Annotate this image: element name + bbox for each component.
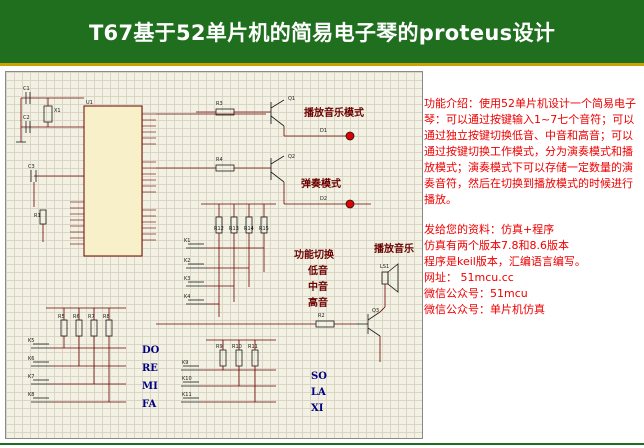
description-panel: 功能介绍：使用52单片机设计一个简易电子琴：可以通过按键输入1~7七个音符；可以…	[424, 96, 638, 318]
func-switch-label: 功能切换	[294, 248, 335, 261]
high-label: 高音	[308, 296, 328, 309]
note-re: RE	[142, 363, 158, 374]
bottom-divider	[0, 443, 644, 445]
low-label: 低音	[307, 264, 328, 277]
k5-label: K5	[28, 338, 34, 344]
description-line-4: 网址： 51mcu.cc	[424, 271, 514, 284]
play-music-label: 播放音乐	[374, 242, 414, 255]
description-line-3: 程序是keil版本，汇编语言编写。	[424, 255, 586, 268]
switches-k5-k8	[31, 343, 51, 403]
r9-label: R9	[216, 344, 223, 350]
x1-label: X1	[54, 108, 61, 114]
page-title: T67基于52单片机的简易电子琴的proteus设计	[88, 20, 556, 45]
mcu-pin-lines	[70, 113, 156, 245]
q3-label: Q3	[372, 308, 379, 314]
switches-k9-k11	[181, 365, 201, 403]
c2-label: C2	[23, 115, 30, 121]
note-la: LA	[311, 387, 326, 398]
r10-label: R10	[232, 344, 242, 350]
k6-label: K6	[28, 356, 34, 362]
description-line-6: 微信公众号：单片机仿真	[424, 303, 545, 316]
resistor-bank-bottom	[201, 339, 276, 403]
k4-label: K4	[184, 294, 190, 300]
note-do: DO	[142, 345, 160, 356]
mid-label: 中音	[308, 280, 328, 293]
r11-label: R11	[248, 344, 258, 350]
k9-label: K9	[182, 360, 188, 366]
r7-label: R7	[88, 314, 95, 320]
note-fa: FA	[142, 399, 157, 410]
mode-perform-label: 弹奏模式	[301, 177, 341, 190]
r8-label: R8	[103, 314, 110, 320]
k1-label: K1	[184, 238, 190, 244]
r13-label: R13	[229, 226, 239, 232]
description-intro: 功能介绍：使用52单片机设计一个简易电子琴：可以通过按键输入1~7七个音符；可以…	[424, 97, 636, 206]
c1-label: C1	[23, 86, 30, 92]
speaker-circuit	[156, 263, 399, 362]
title-bar: T67基于52单片机的简易电子琴的proteus设计	[0, 0, 644, 66]
description-gap	[424, 208, 638, 222]
led-branch-2	[156, 155, 371, 209]
mcu-label: U1	[86, 100, 93, 106]
d2-label: D2	[320, 196, 327, 202]
led-branch-1	[156, 99, 355, 141]
r6-label: R6	[73, 314, 80, 320]
schematic-canvas: U1	[5, 71, 423, 439]
note-mi: MI	[142, 381, 158, 392]
resistor-bank-top	[201, 203, 276, 317]
description-line-1: 发给您的资料：仿真+程序	[424, 223, 555, 236]
mcu-chip	[83, 105, 143, 257]
r14-label: R14	[244, 226, 254, 232]
description-line-2: 仿真有两个版本7.8和8.6版本	[424, 239, 569, 252]
q2-label: Q2	[288, 154, 295, 160]
r12-label: R12	[214, 226, 224, 232]
r15-label: R15	[259, 226, 269, 232]
d1-label: D1	[320, 128, 327, 134]
k7-label: K7	[28, 374, 34, 380]
q1-label: Q1	[288, 96, 295, 102]
k10-label: K10	[182, 376, 192, 382]
r3-label: R3	[216, 101, 223, 107]
k11-label: K11	[182, 392, 192, 398]
switches-k1-k4	[186, 243, 264, 305]
schematic-svg: U1	[16, 86, 414, 414]
r1-label: R1	[34, 213, 41, 219]
note-so: SO	[311, 371, 327, 382]
k2-label: K2	[184, 258, 190, 264]
mode-play-label: 播放音乐模式	[304, 106, 364, 119]
description-line-5: 微信公众号：51mcu	[424, 287, 528, 300]
note-xi: XI	[311, 403, 324, 414]
c3-label: C3	[28, 164, 35, 170]
k8-label: K8	[28, 392, 34, 398]
r4-label: R4	[216, 157, 223, 163]
r5-label: R5	[58, 314, 65, 320]
resistor-bank-left	[46, 307, 126, 403]
r2-label: R2	[318, 313, 325, 319]
ls1-label: LS1	[380, 264, 389, 270]
k3-label: K3	[184, 276, 190, 282]
oscillator-circuit	[16, 92, 84, 242]
